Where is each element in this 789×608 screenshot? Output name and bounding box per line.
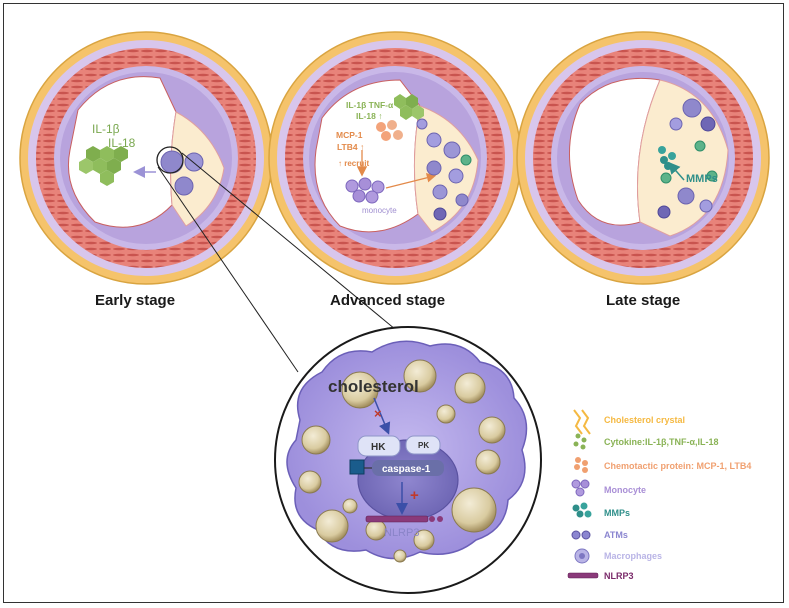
cholesterol-label: cholesterol	[328, 377, 419, 396]
hk-box	[357, 435, 401, 457]
pk-box	[405, 435, 441, 455]
legend-label: MMPs	[604, 508, 631, 518]
legend-item-cytokine: Cytokine:IL-1β,TNF-α,IL-18	[604, 432, 719, 452]
zoom-focus-circle	[156, 146, 184, 174]
hk-label: HK	[371, 442, 386, 453]
advanced-stage-label: Advanced stage	[330, 292, 446, 309]
zoomed-macrophage: cholesterol × HK PK caspase-1 + NLRP3	[274, 326, 542, 594]
late-mmps-arrow	[668, 161, 685, 181]
caspase-square	[349, 459, 365, 475]
inhibit-mark-2: +	[410, 487, 419, 504]
atms-icon	[571, 530, 591, 540]
legend-item-atms: ATMs	[604, 525, 628, 545]
early-macrophage	[160, 150, 184, 174]
legend-label: Macrophages	[604, 551, 663, 561]
advanced-cytokine-label-2: IL-18 ↑	[356, 111, 382, 121]
mmps-icon	[572, 502, 592, 518]
advanced-infiltration-arrow	[385, 173, 437, 189]
legend-item-macrophages: Macrophages	[604, 546, 662, 566]
chemotactic-protein-icon	[574, 457, 588, 473]
early-macrophage	[174, 176, 194, 196]
advanced-cytokine-label-1: IL-1β TNF-α	[346, 100, 394, 110]
late-macrophage-group	[657, 98, 718, 219]
legend-item-nlrp3: NLRP3	[604, 566, 634, 586]
early-stage-label: Early stage	[95, 292, 176, 309]
cytokine-icon	[573, 433, 587, 450]
advanced-recruit-label: ↑ recruit	[338, 159, 369, 168]
legend-icons	[567, 409, 599, 579]
inhibit-mark-1: ×	[374, 406, 382, 421]
advanced-monocyte-cluster	[345, 177, 385, 204]
legend-item-monocyte: Monocyte	[604, 480, 646, 500]
legend-label: Monocyte	[604, 485, 647, 495]
legend-item-chemotactic-protein: Chemotactic protein: MCP-1, LTB4	[604, 456, 751, 476]
legend-label: NLRP3	[604, 571, 634, 581]
advanced-monocyte-label: monocyte	[362, 206, 397, 215]
legend-label: Cytokine:IL-1β,TNF-α,IL-18	[604, 437, 719, 447]
advanced-chemo-label-1: MCP-1	[336, 130, 363, 140]
caspase-label: caspase-1	[382, 464, 431, 475]
early-stage-vessel: IL-1β IL-18	[19, 31, 273, 285]
legend-item-cholesterol-crystal: Cholesterol crystal	[604, 410, 685, 430]
cholesterol-crystal-icon	[573, 409, 591, 435]
advanced-stage-vessel: IL-1β TNF-α IL-18 ↑ MCP-1 LTB4 ↑ ↑ recru…	[268, 31, 522, 285]
caspase-box	[372, 460, 444, 476]
pk-label: PK	[418, 441, 429, 450]
nlrp3-label: NLRP3	[384, 527, 419, 539]
advanced-cytokine-cluster	[394, 94, 424, 120]
cholesterol-arrow	[373, 397, 391, 435]
legend-label: ATMs	[604, 530, 628, 540]
nlrp3-chain	[365, 515, 429, 523]
late-stage-vessel: MMPs	[516, 31, 770, 285]
advanced-macrophage-group	[416, 118, 472, 221]
early-il1b-label: IL-1β	[92, 122, 120, 136]
legend-label: Chemotactic protein: MCP-1, LTB4	[604, 461, 752, 471]
zoom-line-left	[157, 166, 299, 373]
early-il18-label: IL-18	[108, 136, 136, 150]
late-mmps-label: MMPs	[686, 173, 718, 185]
macrophage-icon	[574, 548, 590, 564]
late-stage-label: Late stage	[606, 292, 681, 309]
advanced-chemo-label-2: LTB4 ↑	[337, 142, 364, 152]
legend-label: Cholesterol crystal	[604, 415, 686, 425]
early-cytokine-cluster	[79, 146, 128, 186]
legend-item-mmps: MMPs	[604, 503, 630, 523]
monocyte-icon	[571, 479, 590, 497]
lipid-vacuoles	[298, 359, 506, 563]
advanced-chemotactic-cluster	[376, 120, 403, 141]
nlrp3-icon	[567, 572, 599, 579]
